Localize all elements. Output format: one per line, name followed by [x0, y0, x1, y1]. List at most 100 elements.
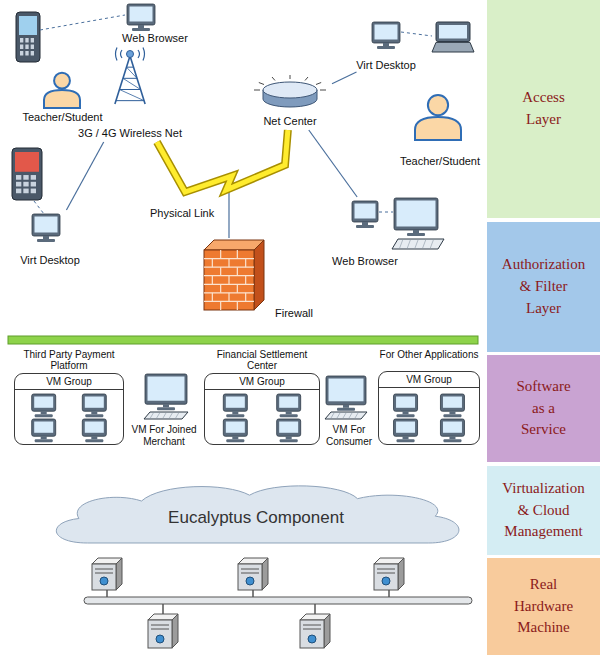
firewall-bricks: [204, 301, 254, 302]
firewall-bricks: [204, 267, 254, 268]
vm-computer-icon: [223, 419, 247, 442]
vm-computer-icon: [145, 374, 187, 410]
server-icon: [148, 614, 178, 648]
firewall-bricks: [245, 293, 246, 302]
keyboard-icon: [144, 412, 188, 419]
antenna-tower: [121, 50, 123, 58]
server-icon: [241, 569, 259, 570]
person-icon: [415, 95, 461, 140]
separator-bar: [8, 336, 478, 344]
keyboard-icon: [144, 412, 188, 419]
monitor-icon: [375, 25, 398, 40]
server-icon: [95, 569, 113, 570]
vm-computer-icon: [85, 414, 103, 417]
vm-computer-icon: [226, 422, 245, 433]
firewall-bricks: [254, 240, 264, 310]
vm-computer-icon: [232, 411, 238, 414]
antenna-tower: [115, 48, 145, 105]
server-icon: [308, 635, 316, 643]
vm-computer-icon: [394, 394, 418, 417]
keyboard-icon: [349, 413, 352, 418]
monitor-icon: [35, 217, 58, 233]
user-icon: Teacher/Student: [393, 88, 487, 170]
vm-computer-icon: [163, 404, 169, 407]
keyboard-icon: [337, 413, 340, 418]
lightning-link: [157, 130, 288, 192]
server-icon: [262, 558, 268, 590]
monitor-icon: [127, 4, 155, 25]
virtual-desktop-icon: Virt Desktop: [3, 210, 97, 270]
web-browser-icon: Web Browser: [320, 197, 447, 270]
mobile-phone-icon: [16, 182, 21, 187]
monitor-icon: [43, 236, 49, 239]
vm-computer-icon: [397, 439, 415, 442]
monitor-icon: [132, 28, 150, 31]
mobile-phone-icon: [23, 175, 28, 180]
router-icon: [254, 75, 326, 107]
mobile-phone-icon: [23, 182, 28, 187]
server-icon: [151, 629, 169, 630]
vm-computer-icon: [277, 419, 301, 442]
vm-computer-icon: [279, 397, 298, 408]
keyboard-icon: [331, 413, 334, 418]
monitor-icon: [355, 204, 376, 219]
person-icon: [44, 73, 80, 108]
mobile-phone-icon: [20, 45, 23, 50]
cloud-outline: [56, 486, 459, 543]
monitor-icon: [32, 214, 60, 242]
vm-computer-icon: [449, 436, 455, 439]
person-icon: [415, 117, 461, 140]
antenna-tower: [126, 67, 133, 68]
server-icon: [246, 577, 254, 585]
icon-label: Virt Desktop: [341, 58, 431, 72]
mobile-phone-icon: [31, 51, 34, 56]
mobile-phone-icon: [25, 51, 28, 56]
antenna-tower: [126, 67, 137, 78]
web-browser-icon: Web Browser: [108, 2, 202, 46]
server-icon: [172, 614, 178, 648]
wireless-tower: 3G / 4G Wireless Net: [76, 46, 184, 142]
vm-computer-icon: [223, 394, 247, 417]
server-icon: [238, 558, 268, 590]
vm-computer-icon: [394, 419, 418, 436]
vm-computer-icon: [394, 394, 418, 411]
vm-computer-icon: [82, 419, 106, 442]
firewall-bricks: [204, 250, 254, 310]
icon-label: 3G / 4G Wireless Net: [76, 126, 184, 140]
dashed-link: [40, 15, 125, 30]
keyboard-icon: [325, 412, 367, 419]
vm-computer-icon: [91, 436, 97, 439]
layer-name: Authorization & Filter Layer: [502, 254, 585, 319]
layer-band: Authorization & Filter Layer: [487, 222, 600, 352]
server-icon: [92, 564, 116, 590]
mobile-phone-icon: [25, 45, 28, 50]
vm-group-box: Financial Settlement CenterVM Group: [204, 349, 320, 445]
firewall-bricks: [237, 250, 238, 259]
keyboard-icon: [150, 413, 153, 418]
vm-computer-icon: [280, 414, 298, 417]
monitor-icon: [413, 230, 419, 233]
server-icon: [148, 620, 172, 648]
vm-label: VM For Consumer: [322, 424, 376, 448]
cloud-shape: Eucalyptus Component: [40, 480, 472, 550]
vm-computer-icon: [337, 408, 355, 411]
bus-tap: [252, 590, 254, 597]
vm-computer-icon: [148, 377, 185, 401]
laptop-icon: [432, 42, 474, 52]
monitor-icon: [138, 25, 144, 28]
firewall-bricks: [220, 250, 221, 259]
monitor-icon: [356, 225, 374, 228]
keyboard-icon: [392, 239, 444, 249]
keyboard-icon: [400, 240, 403, 248]
monitor-icon: [352, 201, 378, 228]
vm-computer-icon: [277, 419, 301, 436]
icon-label: Web Browser: [320, 254, 410, 268]
vm-computer-icon: [396, 397, 415, 408]
person-icon: [428, 95, 448, 115]
mobile-phone-icon: [31, 175, 36, 180]
person-icon: [44, 90, 80, 108]
monitor-icon: [37, 239, 55, 242]
firewall-bricks: [212, 293, 213, 302]
